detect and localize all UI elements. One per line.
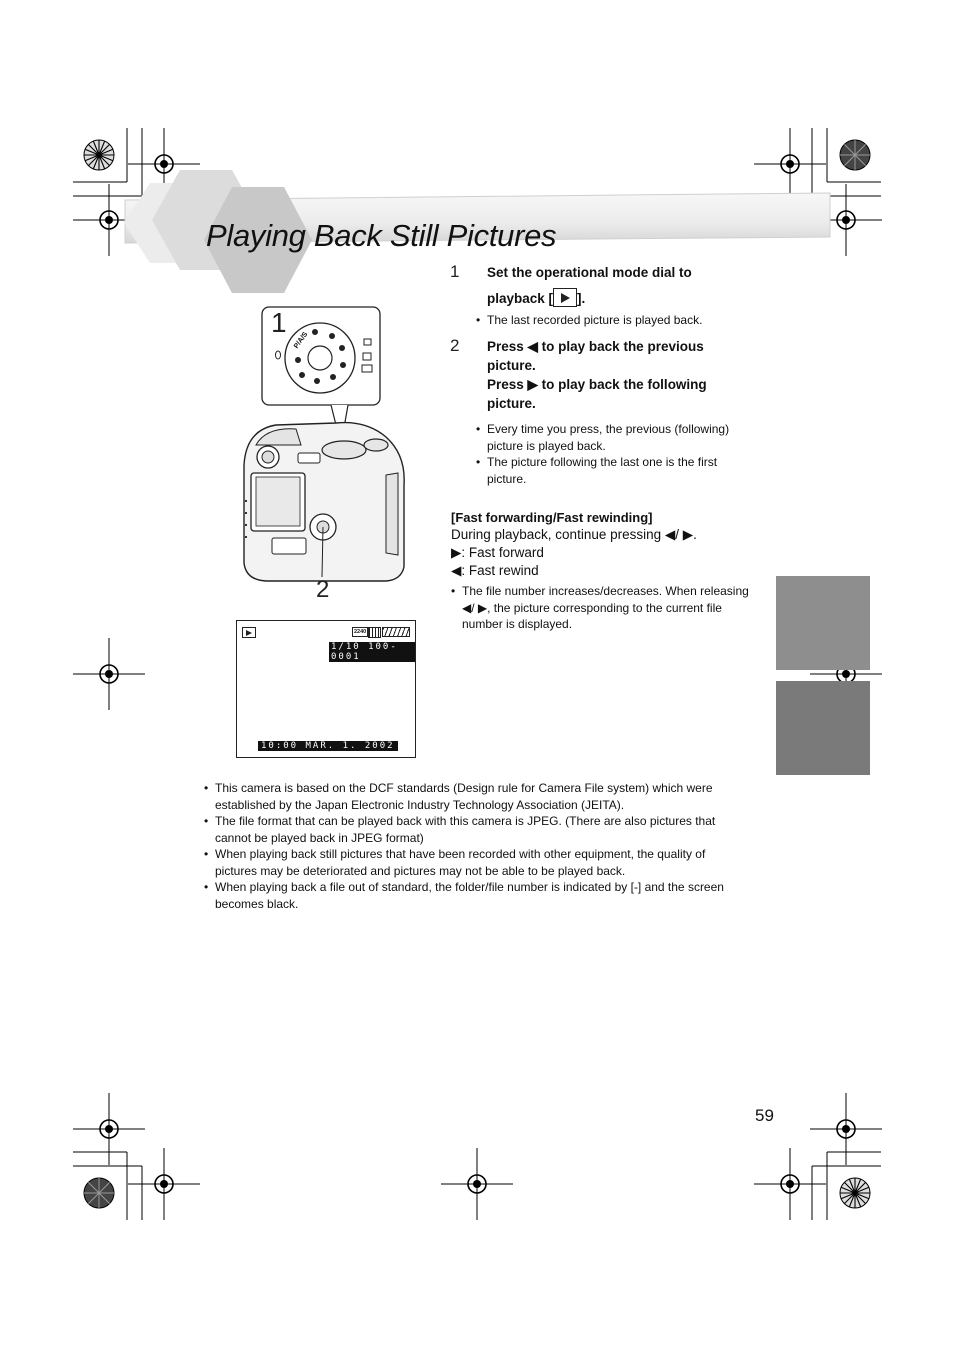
fast-intro: During playback, continue pressing ◀/ ▶. [451,527,697,542]
step-1-suffix: ]. [577,291,586,306]
playback-mode-icon [242,627,256,638]
side-tab-lower [776,681,870,775]
note-item: This camera is based on the DCF standard… [204,780,749,813]
step-2-number: 2 [450,336,460,355]
callout-number-1: 1 [271,307,287,338]
step-2-line1: Press ◀ to play back the previous [487,339,704,354]
step-2-note: The picture following the last one is th… [476,454,751,487]
fast-heading: [Fast forwarding/Fast rewinding] [451,510,653,525]
step-2-line4: picture. [487,396,536,411]
file-counter: 1/10 100-0001 [329,642,415,662]
step-2-line3: Press ▶ to play back the following [487,377,707,392]
picture-size-badge: 2240 [352,627,369,637]
step-1-instruction: Set the operational mode dial to [487,265,692,280]
note-item: When playing back still pictures that ha… [204,846,749,879]
step-1-number: 1 [450,262,460,281]
page-title: Playing Back Still Pictures [206,218,557,253]
step-1-prefix: playback [ [487,291,554,306]
step-1-instruction-line2: playback []. [487,288,757,308]
lcd-screen: 2240 1/10 100-0001 10:00 MAR. 1. 2002 [236,620,416,758]
battery-icon [382,627,410,637]
step-2-instruction: Press ◀ to play back the previous pictur… [487,337,757,413]
step-2-note: Every time you press, the previous (foll… [476,421,751,454]
notes-list: This camera is based on the DCF standard… [204,780,749,912]
fast-forward-text: ▶: Fast forward [451,545,544,560]
header-decoration [124,170,831,293]
fast-forward-section: [Fast forwarding/Fast rewinding] During … [451,509,751,633]
step-2-notes: Every time you press, the previous (foll… [476,421,751,487]
fast-note: The file number increases/decreases. Whe… [451,583,754,633]
note-item: When playing back a file out of standard… [204,879,749,912]
camera-illustration [243,306,405,582]
callout-number-2: 2 [316,576,330,603]
page-number: 59 [755,1106,774,1125]
quality-icon [368,627,381,638]
date-time-display: 10:00 MAR. 1. 2002 [258,741,398,751]
playback-icon [553,288,578,307]
step-2-line2: picture. [487,358,536,373]
side-tab-upper [776,576,870,670]
note-item: The file format that can be played back … [204,813,749,846]
step-1-note: The last recorded picture is played back… [476,312,762,329]
fast-rewind-text: ◀: Fast rewind [451,563,539,578]
